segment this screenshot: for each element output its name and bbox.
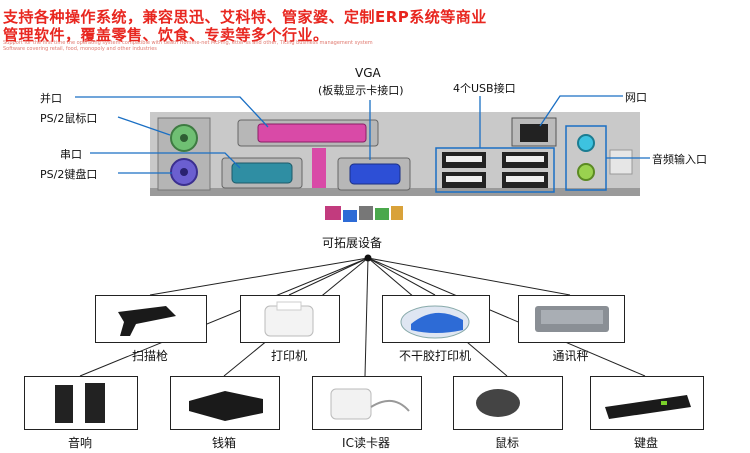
- caption-printer: 打印机: [270, 349, 307, 363]
- header-line-1: 支持各种操作系统，兼容思迅、艾科特、管家婆、定制ERP系统等商业: [3, 8, 487, 26]
- header-subtitle-2: Software covering retail, food, monopoly…: [3, 46, 157, 52]
- device-box-label-printer: [382, 295, 490, 343]
- network-port: [520, 124, 548, 142]
- label-parallel-port: 并口: [40, 92, 62, 105]
- keyboard-icon: [605, 395, 691, 419]
- device-box-speaker: [24, 376, 138, 430]
- audio-jack-line-in: [577, 134, 595, 152]
- header-subtitle-1: Support for the first time the operating…: [3, 40, 373, 46]
- card-reader-icon: [330, 388, 410, 420]
- label-vga-sub: (板载显示卡接口): [318, 84, 404, 97]
- caption-label-printer: 不干胶打印机: [398, 349, 471, 363]
- caption-scale: 通讯秤: [552, 349, 589, 363]
- label-ps2-mouse: PS/2鼠标口: [40, 112, 98, 125]
- parallel-port: [257, 123, 367, 143]
- mouse-icon: [476, 389, 520, 417]
- serial-port: [231, 162, 293, 184]
- caption-card-reader: IC读卡器: [342, 436, 390, 450]
- audio-jack-line-out: [577, 163, 595, 181]
- caption-mouse: 鼠标: [494, 436, 519, 450]
- label-ps2-keyboard: PS/2键盘口: [40, 168, 98, 181]
- scale-icon: [535, 306, 609, 332]
- header-line-2: 管理软件，覆盖零售、饮食、专卖等多个行业。: [3, 26, 329, 44]
- caption-scanner: 扫描枪: [131, 349, 168, 363]
- caption-speaker: 音响: [67, 436, 92, 450]
- label-expansion-devices: 可拓展设备: [322, 236, 383, 250]
- device-box-card-reader: [312, 376, 422, 430]
- caption-keyboard: 键盘: [633, 436, 658, 450]
- speaker-icon: [55, 383, 105, 423]
- label-usb: 4个USB接口: [453, 82, 516, 95]
- receipt-printer-icon: [264, 301, 314, 337]
- device-box-cash-drawer: [170, 376, 280, 430]
- device-box-scale: [518, 295, 625, 343]
- expansion-icon: [325, 206, 403, 222]
- leader-lines: [75, 95, 650, 174]
- vga-port: [349, 163, 401, 185]
- barcode-scanner-icon: [118, 306, 176, 336]
- cash-drawer-icon: [189, 391, 263, 421]
- hub-node: [364, 254, 372, 262]
- label-serial-port: 串口: [60, 148, 82, 161]
- device-box-keyboard: [590, 376, 704, 430]
- label-audio: 音频输入口: [652, 153, 707, 166]
- motherboard-rear-panel: [150, 112, 640, 196]
- caption-cash-drawer: 钱箱: [211, 436, 236, 450]
- device-box-scanner: [95, 295, 207, 343]
- label-vga-title: VGA: [355, 66, 381, 80]
- device-box-printer: [240, 295, 340, 343]
- label-network: 网口: [625, 91, 647, 104]
- label-printer-icon: [400, 305, 470, 339]
- device-box-mouse: [453, 376, 563, 430]
